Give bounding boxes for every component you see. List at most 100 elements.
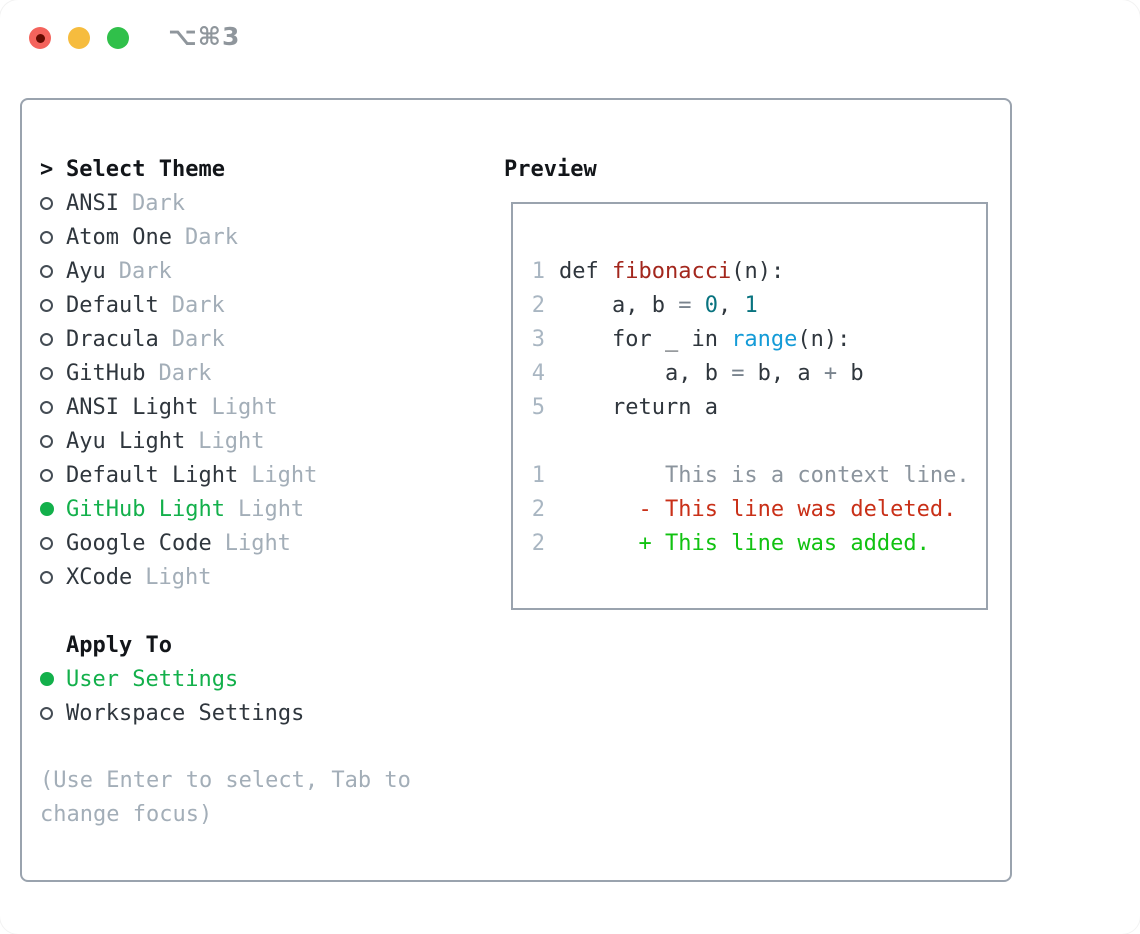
theme-name: ANSI Light [66,394,199,420]
theme-variant: Light [211,394,278,420]
radio-icon [40,706,66,720]
theme-name: GitHub Light [66,496,225,522]
close-button[interactable] [29,27,51,49]
radio-icon [40,230,66,244]
radio-icon [40,196,66,210]
select-theme-header: > Select Theme [40,152,490,186]
apply-option-label: User Settings [66,666,239,692]
code-line: 1 def fibonacci(n): [521,254,986,288]
line-number: 4 [531,360,545,386]
window-shortcut: ⌥⌘3 [168,22,241,51]
radio-icon [40,264,66,278]
line-number: 3 [531,326,545,352]
theme-variant: Light [224,530,291,556]
theme-name: Default Light [66,462,239,488]
code-text: def fibonacci(n): [559,258,785,284]
theme-variant: Light [145,564,212,590]
theme-variant: Light [237,496,305,522]
theme-option-default[interactable]: Default Dark [40,288,490,322]
apply-to-header: Apply To [40,628,490,662]
minimize-button[interactable] [68,27,90,49]
code-text: + This line was added. [559,530,930,556]
titlebar: ⌥⌘3 [0,0,1140,76]
apply-option-label: Workspace Settings [66,700,305,726]
theme-name: XCode [66,564,133,590]
zoom-button[interactable] [107,27,129,49]
radio-icon [40,536,66,550]
traffic-lights [29,27,129,49]
radio-icon [40,468,66,482]
theme-option-ayu[interactable]: Ayu Dark [40,254,490,288]
theme-option-xcode[interactable]: XCode Light [40,560,490,594]
line-number: 2 [531,496,545,522]
code-line: 3 for _ in range(n): [521,322,986,356]
hint-text: (Use Enter to select, Tab to change focu… [40,768,411,827]
code-line [521,424,986,458]
theme-name: Ayu [66,258,106,284]
theme-name: Default [66,292,159,318]
code-line: 4 a, b = b, a + b [521,356,986,390]
theme-option-google-code[interactable]: Google Code Light [40,526,490,560]
theme-variant: Dark [171,326,225,352]
radio-icon [40,400,66,414]
theme-name: ANSI [66,190,119,216]
prompt-icon: > [40,156,54,182]
theme-name: GitHub [66,360,146,386]
theme-variant: Dark [158,360,212,386]
theme-option-github-light[interactable]: GitHub Light Light [40,492,490,526]
theme-variant: Dark [118,258,172,284]
theme-name: Dracula [66,326,159,352]
apply-option-workspace-settings[interactable]: Workspace Settings [40,696,490,730]
preview-header: Preview [504,152,1004,186]
line-number: 1 [531,462,545,488]
code-line: 2 - This line was deleted. [521,492,986,526]
theme-variant: Dark [131,190,185,216]
theme-option-ansi-light[interactable]: ANSI Light Light [40,390,490,424]
theme-variant: Light [198,428,265,454]
code-text: - This line was deleted. [559,496,957,522]
theme-option-dracula[interactable]: Dracula Dark [40,322,490,356]
code-line: 2 a, b = 0, 1 [521,288,986,322]
theme-variant: Dark [171,292,225,318]
line-number: 1 [531,258,545,284]
radio-selected-icon [40,672,66,686]
theme-variant: Dark [184,224,238,250]
line-number: 2 [531,292,545,318]
apply-to-title: Apply To [66,632,172,658]
code-text: a, b = 0, 1 [559,292,758,318]
radio-icon [40,366,66,380]
apply-option-user-settings[interactable]: User Settings [40,662,490,696]
code-line: 5 return a [521,390,986,424]
code-text: This is a context line. [559,462,970,488]
radio-icon [40,332,66,346]
line-number: 2 [531,530,545,556]
preview-title: Preview [504,156,597,182]
theme-option-ayu-light[interactable]: Ayu Light Light [40,424,490,458]
theme-name: Google Code [66,530,212,556]
theme-option-github[interactable]: GitHub Dark [40,356,490,390]
theme-option-default-light[interactable]: Default Light Light [40,458,490,492]
theme-option-ansi[interactable]: ANSI Dark [40,186,490,220]
code-text: a, b = b, a + b [559,360,864,386]
close-dot-icon [35,33,45,43]
line-number: 5 [531,394,545,420]
select-theme-title: Select Theme [66,156,225,182]
theme-variant: Light [251,462,318,488]
code-line: 2 + This line was added. [521,526,986,560]
radio-selected-icon [40,502,66,516]
code-text: return a [559,394,718,420]
code-text: for _ in range(n): [559,326,851,352]
radio-icon [40,570,66,584]
radio-icon [40,434,66,448]
radio-icon [40,298,66,312]
theme-name: Ayu Light [66,428,186,454]
